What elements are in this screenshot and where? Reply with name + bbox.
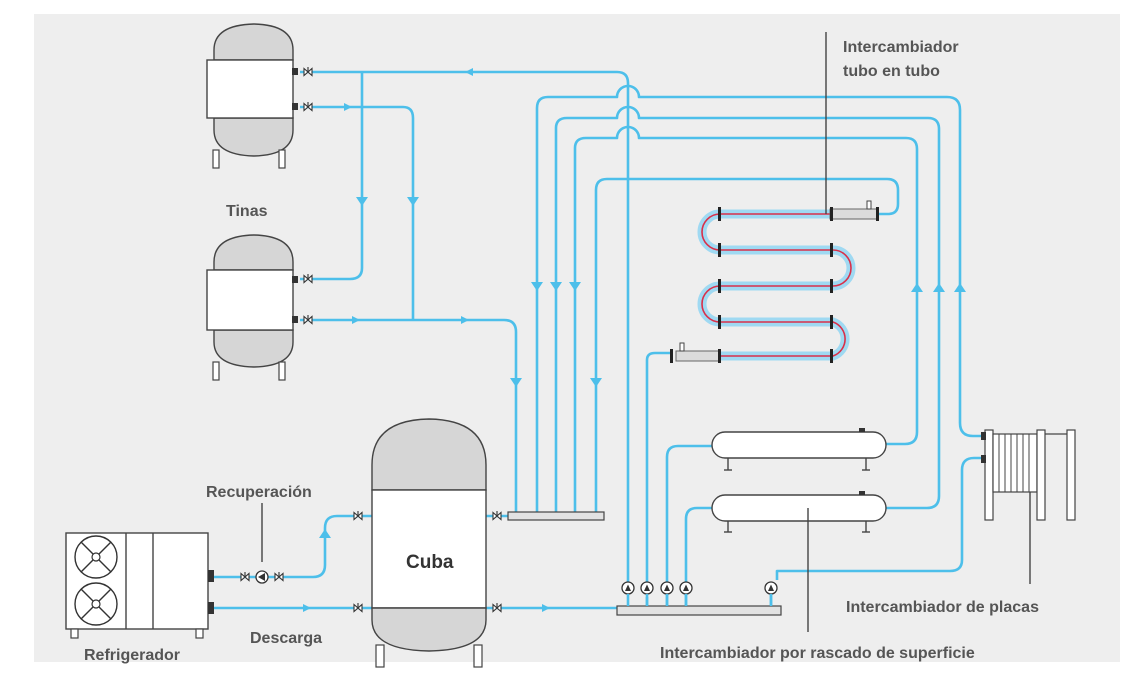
tube-in-tube-exchanger <box>670 200 879 363</box>
pipe-tank1-return <box>300 70 630 582</box>
label-tube-exchanger-line2: tubo en tubo <box>843 63 940 80</box>
pipe-riser-1 <box>535 84 985 512</box>
recovery-pump-icon[interactable] <box>255 570 269 584</box>
pump-stubs <box>626 594 773 606</box>
pipe-riser-2 <box>554 105 941 512</box>
pipe-tube-inlet <box>645 351 671 588</box>
label-plate-exchanger: Intercambiador de placas <box>846 599 1039 616</box>
label-recuperacion: Recuperación <box>206 484 312 501</box>
fan-icon <box>74 582 118 626</box>
pipe-pump4-riser <box>684 506 712 606</box>
thermometer-icon <box>679 342 685 352</box>
scraped-exchanger-1 <box>711 428 887 471</box>
cuba-vessel <box>371 418 487 668</box>
flow-arrow-icon <box>303 68 966 612</box>
pump-icon[interactable] <box>679 581 693 595</box>
label-tube-exchanger-line1: Intercambiador <box>843 39 959 56</box>
thermometer-icon <box>866 200 872 210</box>
pipe-pump3-riser <box>665 444 712 606</box>
tank-2 <box>206 234 298 381</box>
label-scraped-exchanger: Intercambiador por rascado de superficie <box>660 645 975 662</box>
fan-icon <box>74 535 118 579</box>
pipe-riser-3 <box>573 125 919 512</box>
pipe-recovery <box>214 514 372 579</box>
label-cuba: Cuba <box>406 552 454 573</box>
label-tinas: Tinas <box>226 203 268 220</box>
pump-icon[interactable] <box>640 581 654 595</box>
pipe-tank1-outlet <box>300 105 415 320</box>
label-refrigerador: Refrigerador <box>84 647 180 664</box>
scraped-exchanger-2 <box>711 491 887 533</box>
plate-exchanger <box>981 429 1076 521</box>
tank-1 <box>206 23 298 169</box>
pipe-riser-4 <box>594 177 900 512</box>
upper-manifold <box>507 511 605 521</box>
pipe-network <box>214 70 985 610</box>
pipe-plate-return <box>775 456 985 580</box>
pump-icon[interactable] <box>660 581 674 595</box>
pump-icon[interactable] <box>764 581 778 595</box>
pipe-tank2-feed <box>300 72 364 281</box>
label-descarga: Descarga <box>250 630 322 647</box>
pipe-tank2-outlet <box>300 318 518 512</box>
pump-icon[interactable] <box>621 581 635 595</box>
pump-header <box>616 605 782 616</box>
